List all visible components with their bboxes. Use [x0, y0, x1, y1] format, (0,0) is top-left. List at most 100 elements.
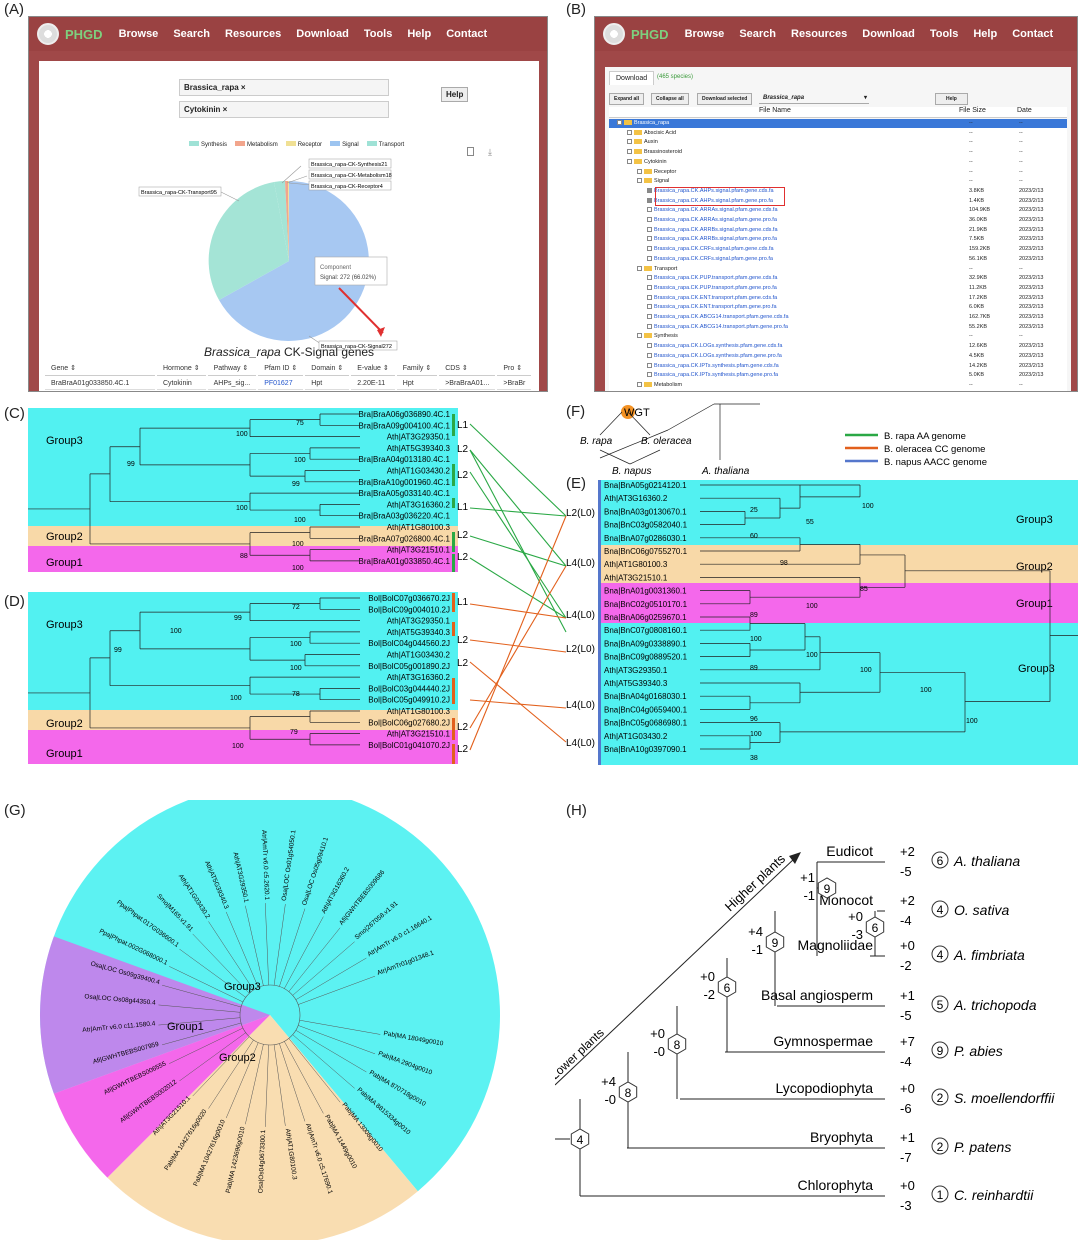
tree-folder[interactable]: Synthesis---- — [609, 332, 1067, 341]
logo-text[interactable]: PHGD — [65, 26, 103, 42]
checkbox — [647, 294, 652, 300]
col-file-name[interactable]: File Name — [759, 107, 791, 114]
leaf-label: Ath|AT3G16360.2 — [387, 500, 451, 509]
tree-file[interactable]: Brassica_rapa.CK.ARRAs.signal.pfam.gene.… — [609, 216, 1067, 225]
tree-file[interactable]: Brassica_rapa.CK.ARRAs.signal.pfam.gene.… — [609, 206, 1067, 215]
tree-branch — [599, 429, 669, 459]
legend-signal[interactable]: Signal — [330, 141, 359, 148]
tree-file[interactable]: Brassica_rapa.CK.IPTs.synthesis.pfam.gen… — [609, 362, 1067, 371]
nav-search[interactable]: Search — [173, 28, 211, 40]
species-select[interactable]: Brassica_rapa▾ — [759, 93, 869, 104]
tree-file[interactable]: Brassica_rapa.CK.ABCG14.transport.pfam.g… — [609, 313, 1067, 322]
nav-resources[interactable]: Resources — [225, 28, 282, 40]
folder-icon — [634, 158, 642, 164]
gene-table-title: Brassica_rapa CK-Signal genes — [203, 345, 375, 359]
tree-file[interactable]: Brassica_rapa.CK.PUP.transport.pfam.gene… — [609, 274, 1067, 283]
tree-branch — [299, 1019, 381, 1035]
genome-bar — [452, 718, 455, 740]
tree-file[interactable]: Brassica_rapa.CK.PUP.transport.pfam.gene… — [609, 284, 1067, 293]
nav-tools[interactable]: Tools — [929, 28, 959, 40]
legend-transport[interactable]: Transport — [366, 141, 404, 148]
level-label: L2 — [457, 635, 469, 646]
col-cds[interactable]: CDS ⇕ — [439, 361, 496, 376]
tree-file[interactable]: Brassica_rapa.CK.ABCG14.transport.pfam.g… — [609, 323, 1067, 332]
legend-synthesis[interactable]: Synthesis — [189, 141, 227, 148]
tree-branch — [279, 1043, 306, 1122]
chart-legend: Synthesis Metabolism Receptor Signal Tra… — [189, 141, 404, 148]
tree-file[interactable]: Brassica_rapa.CK.ENT.transport.pfam.gene… — [609, 294, 1067, 303]
tree-file[interactable]: Brassica_rapa.CK.ARRBs.signal.pfam.gene.… — [609, 226, 1067, 235]
col-family[interactable]: Family ⇕ — [396, 361, 438, 376]
nav-download[interactable]: Download — [862, 28, 915, 40]
download-icon[interactable]: ⤓ — [488, 147, 492, 157]
nav-help[interactable]: Help — [407, 28, 432, 40]
legend-receptor[interactable]: Receptor — [285, 141, 322, 148]
nav-browse[interactable]: Browse — [118, 28, 159, 40]
col-pro[interactable]: Pro ⇕ — [497, 361, 532, 376]
tree-folder[interactable]: Signal---- — [609, 177, 1067, 186]
leaf-label: Ath|AT1G80100.3 — [387, 523, 451, 532]
tree-file[interactable]: Brassica_rapa.CK.LOGs.synthesis.pfam.gen… — [609, 352, 1067, 361]
nav-download[interactable]: Download — [296, 28, 349, 40]
tree-file[interactable]: Brassica_rapa.CK.CRFs.signal.pfam.gene.c… — [609, 245, 1067, 254]
leaf-label: Osa|Os04g0673300.1 — [257, 1129, 267, 1193]
checkbox — [637, 178, 642, 184]
col-pfam[interactable]: Pfam ID ⇕ — [258, 361, 304, 376]
tree-file[interactable]: Brassica_rapa.CK.ENT.transport.pfam.gene… — [609, 303, 1067, 312]
species-tag-input[interactable]: Brassica_rapa × — [179, 79, 389, 96]
leaf-label: Bna|BnC02g0510170.1 — [604, 600, 688, 609]
col-file-size[interactable]: File Size — [959, 107, 986, 114]
file-icon[interactable] — [467, 147, 474, 156]
tree-folder[interactable]: Abscisic Acid---- — [609, 129, 1067, 138]
bootstrap-label: 72 — [292, 604, 300, 611]
pfam-link[interactable]: PF01627 — [258, 378, 304, 390]
tree-file[interactable]: Brassica_rapa.CK.ARRBs.signal.pfam.gene.… — [609, 235, 1067, 244]
nav-search[interactable]: Search — [739, 28, 777, 40]
help-button-b[interactable]: Help — [935, 93, 968, 105]
gain-label: +0 — [900, 938, 915, 953]
tree-file[interactable]: Brassica_rapa.CK.IPTs.synthesis.pfam.gen… — [609, 371, 1067, 380]
logo-text[interactable]: PHGD — [631, 26, 669, 42]
col-hormone[interactable]: Hormone ⇕ — [157, 361, 206, 376]
tree-folder[interactable]: Receptor---- — [609, 168, 1067, 177]
tree-branch — [208, 1039, 254, 1109]
tab-download[interactable]: Download — [609, 71, 655, 85]
nav-resources[interactable]: Resources — [791, 28, 848, 40]
col-domain[interactable]: Domain ⇕ — [305, 361, 350, 376]
leaf-label: Bna|BnA06g0259670.1 — [604, 613, 687, 622]
download-selected-button[interactable]: Download selected — [697, 93, 753, 105]
tree-branch — [555, 857, 796, 1086]
nav-contact[interactable]: Contact — [446, 28, 488, 40]
col-gene[interactable]: Gene ⇕ — [45, 361, 155, 376]
gain-label: +1 — [900, 1130, 915, 1145]
col-pathway[interactable]: Pathway ⇕ — [207, 361, 257, 376]
nav-contact[interactable]: Contact — [1012, 28, 1054, 40]
loss-label: -4 — [900, 913, 912, 928]
node-loss: -1 — [803, 888, 815, 903]
node-gain: +0 — [650, 1026, 665, 1041]
help-button[interactable]: Help — [441, 87, 469, 102]
tree-folder[interactable]: Transport---- — [609, 265, 1067, 274]
col-evalue[interactable]: E-value ⇕ — [351, 361, 395, 376]
hormone-tag-input[interactable]: Cytokinin × — [179, 101, 389, 118]
nav-tools[interactable]: Tools — [363, 28, 393, 40]
bootstrap-label: 100 — [294, 517, 306, 524]
tree-folder[interactable]: Brassica_rapa---- — [609, 119, 1067, 128]
tree-file[interactable]: Brassica_rapa.CK.AHPs.signal.pfam.gene.c… — [609, 187, 1067, 196]
table-row[interactable]: BraBraA01g033850.4C.1 Cytokinin AHPs_sig… — [45, 378, 532, 390]
nav-help[interactable]: Help — [973, 28, 998, 40]
collapse-all-button[interactable]: Collapse all — [651, 93, 689, 105]
col-date[interactable]: Date — [1017, 107, 1032, 114]
nav-browse[interactable]: Browse — [684, 28, 725, 40]
bootstrap-label: 89 — [750, 612, 758, 619]
tree-folder[interactable]: Metabolism---- — [609, 381, 1067, 390]
tree-folder[interactable]: Cytokinin---- — [609, 158, 1067, 167]
tree-file[interactable]: Brassica_rapa.CK.CRFs.signal.pfam.gene.p… — [609, 255, 1067, 264]
highlight-box — [655, 187, 785, 206]
tree-file[interactable]: Brassica_rapa.CK.AHPs.signal.pfam.gene.p… — [609, 197, 1067, 206]
expand-all-button[interactable]: Expand all — [609, 93, 645, 105]
tree-file[interactable]: Brassica_rapa.CK.LOGs.synthesis.pfam.gen… — [609, 342, 1067, 351]
tree-folder[interactable]: Auxin---- — [609, 138, 1067, 147]
legend-metabolism[interactable]: Metabolism — [235, 141, 278, 148]
tree-folder[interactable]: Brassinosteroid---- — [609, 148, 1067, 157]
